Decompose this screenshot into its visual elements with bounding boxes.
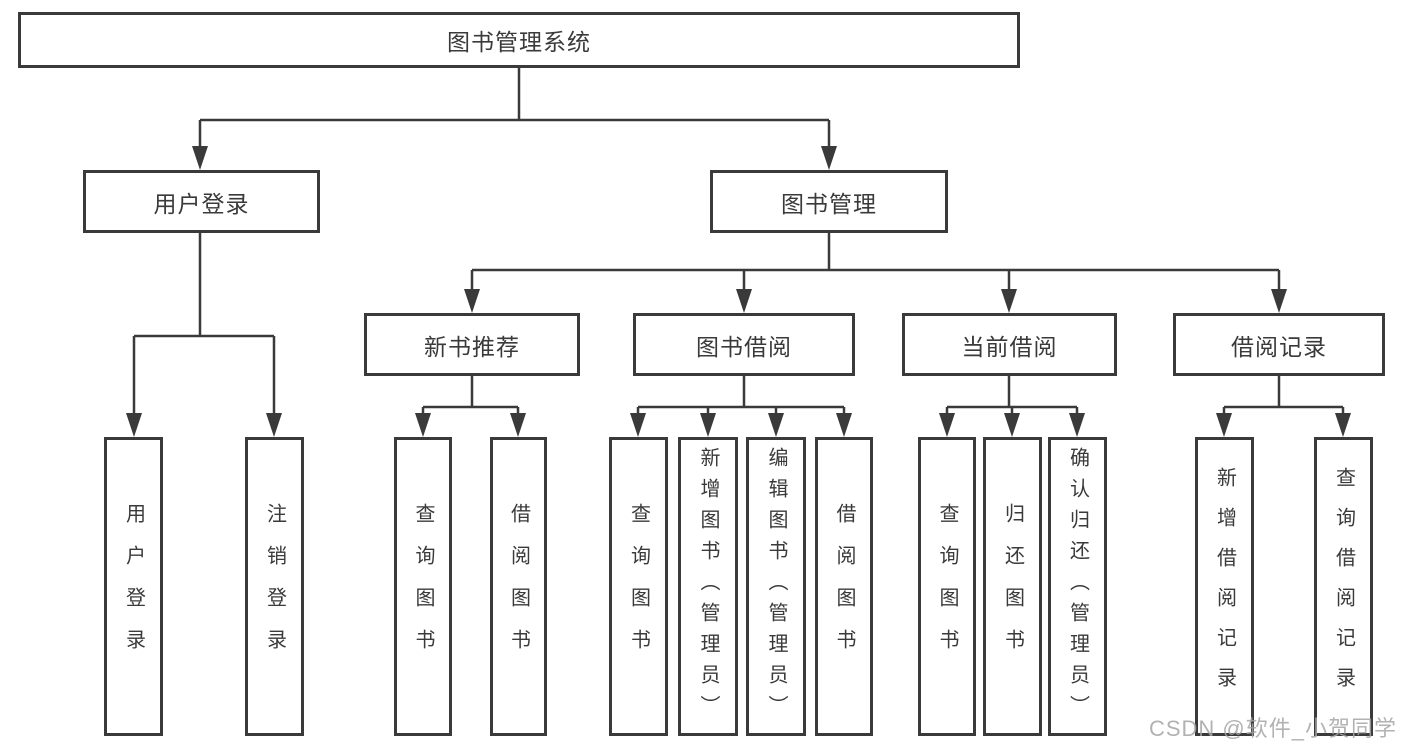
leaf-query-borrow-record-label: 查询借阅记录 (1332, 466, 1355, 707)
leaf-logout-label: 注销登录 (263, 502, 286, 671)
leaf-query-books-recommend: 查询图书 (394, 437, 452, 736)
leaf-query-books-current: 查询图书 (918, 437, 976, 736)
node-current-borrowing: 当前借阅 (902, 313, 1117, 376)
leaf-borrow-books-recommend-label: 借阅图书 (507, 502, 530, 671)
node-new-book-recommendation: 新书推荐 (364, 313, 580, 376)
leaf-logout: 注销登录 (245, 437, 304, 736)
leaf-edit-book-admin-label: 编辑图书（管理员） (765, 447, 787, 726)
node-borrowing-records: 借阅记录 (1173, 313, 1385, 376)
leaf-add-borrow-record-label: 新增借阅记录 (1213, 466, 1236, 707)
node-book-borrowing: 图书借阅 (633, 313, 855, 376)
leaf-return-books: 归还图书 (983, 437, 1042, 736)
leaf-borrow-books-borrow-label: 借阅图书 (833, 502, 855, 671)
leaf-add-book-admin-label: 新增图书（管理员） (697, 447, 719, 726)
node-library-management-system-label: 图书管理系统 (447, 29, 591, 55)
leaf-return-books-label: 归还图书 (1001, 502, 1024, 671)
node-current-borrowing-label: 当前借阅 (961, 333, 1058, 360)
leaf-query-borrow-record: 查询借阅记录 (1314, 437, 1373, 736)
watermark-text: CSDN @软件_小贺同学 (1148, 716, 1397, 741)
node-user-login: 用户登录 (83, 170, 320, 233)
leaf-user-login-label: 用户登录 (122, 502, 145, 671)
leaf-user-login: 用户登录 (104, 437, 163, 736)
leaf-query-books-recommend-label: 查询图书 (412, 502, 434, 671)
node-library-management-system: 图书管理系统 (18, 12, 1020, 68)
node-book-management-label: 图书管理 (781, 190, 877, 217)
leaf-confirm-return-admin-label: 确认归还（管理员） (1066, 447, 1089, 726)
leaf-confirm-return-admin: 确认归还（管理员） (1048, 437, 1107, 736)
leaf-query-books-borrow-label: 查询图书 (627, 502, 650, 671)
node-user-login-label: 用户登录 (153, 190, 250, 217)
node-book-borrowing-label: 图书借阅 (696, 333, 792, 360)
leaf-borrow-books-borrow: 借阅图书 (815, 437, 873, 736)
leaf-query-books-current-label: 查询图书 (936, 502, 958, 671)
node-borrowing-records-label: 借阅记录 (1231, 333, 1327, 360)
node-new-book-recommendation-label: 新书推荐 (424, 333, 520, 360)
leaf-borrow-books-recommend: 借阅图书 (490, 437, 547, 736)
leaf-add-book-admin: 新增图书（管理员） (678, 437, 738, 736)
leaf-edit-book-admin: 编辑图书（管理员） (746, 437, 806, 736)
node-book-management: 图书管理 (710, 170, 948, 233)
leaf-add-borrow-record: 新增借阅记录 (1195, 437, 1254, 736)
leaf-query-books-borrow: 查询图书 (609, 437, 668, 736)
